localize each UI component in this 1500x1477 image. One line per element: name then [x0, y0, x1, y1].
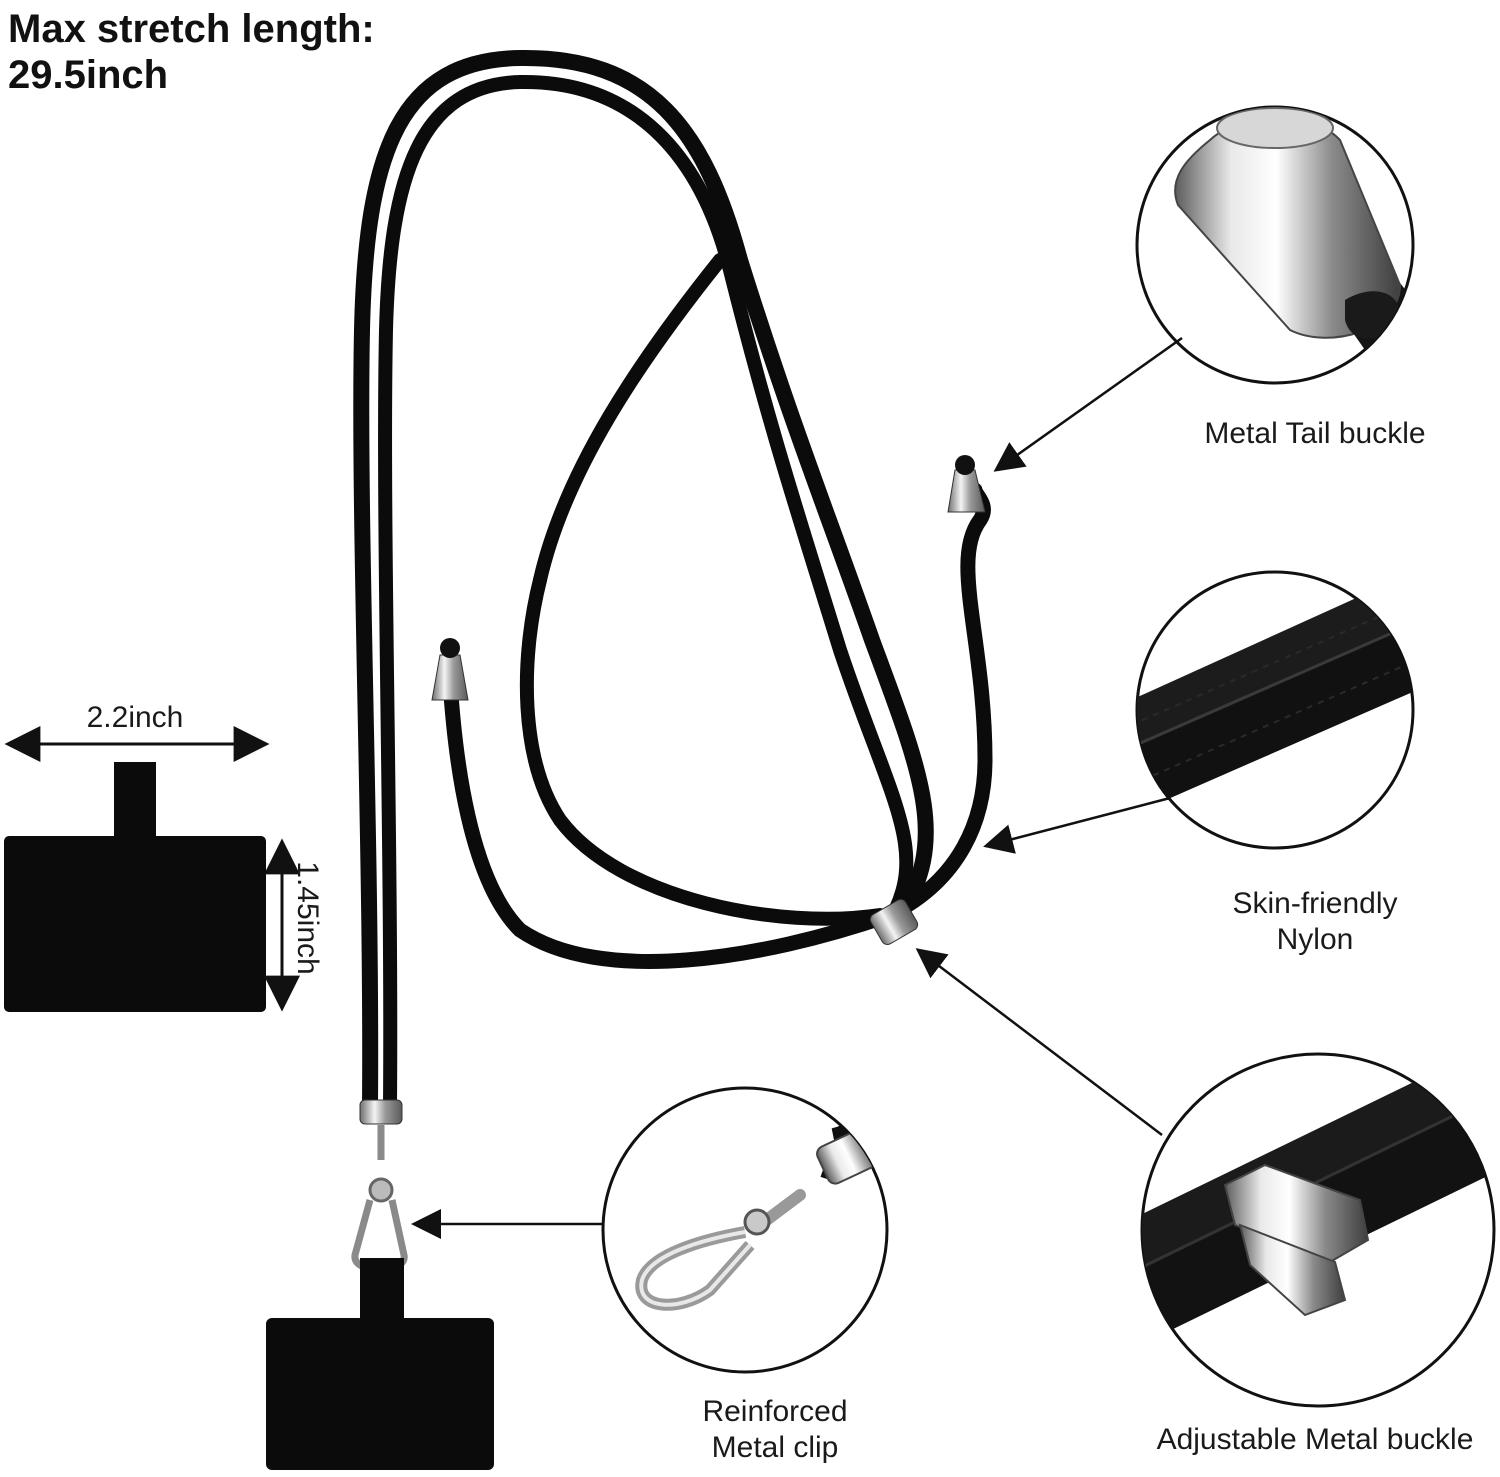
metal-clip-label-line-2: Metal clip	[711, 1431, 839, 1464]
headline-line-1: Max stretch length:	[8, 7, 375, 51]
adjustable-buckle-leader	[915, 948, 1163, 1136]
cord-end-tip-left	[431, 638, 469, 701]
detail-circle-tail-buckle	[1135, 105, 1415, 385]
nylon-label-line-1: Skin-friendly	[1232, 887, 1398, 920]
tail-buckle-label: Metal Tail buckle	[1204, 417, 1426, 450]
nylon-label-line-2: Nylon	[1276, 923, 1354, 956]
tail-buckle-leader	[993, 336, 1183, 472]
lanyard-cord	[353, 49, 993, 1113]
width-dimension-label: 2.2inch	[86, 701, 184, 734]
nylon-leader	[983, 796, 1171, 854]
detail-circle-nylon	[1135, 570, 1415, 850]
cord-end-tip-right	[947, 455, 986, 513]
metal-clip-label-line-1: Reinforced	[702, 1395, 848, 1428]
metal-clip-label: Reinforced Metal clip	[660, 1394, 890, 1466]
height-dimension-label: 1.45inch	[291, 861, 324, 975]
tether-patch-attached	[266, 1258, 494, 1470]
detail-circle-adjustable-buckle	[1140, 1052, 1496, 1408]
headline: Max stretch length: 29.5inch	[8, 6, 375, 98]
cord-adjustable-buckle	[869, 898, 919, 946]
cord-ring	[359, 1099, 403, 1125]
detail-circle-metal-clip	[601, 1086, 889, 1374]
swivel-clip	[351, 1125, 408, 1274]
headline-line-2: 29.5inch	[8, 53, 169, 97]
adjustable-buckle-label: Adjustable Metal buckle	[1156, 1423, 1474, 1456]
nylon-label: Skin-friendly Nylon	[1185, 886, 1445, 958]
tether-patch-standalone	[4, 762, 266, 1012]
